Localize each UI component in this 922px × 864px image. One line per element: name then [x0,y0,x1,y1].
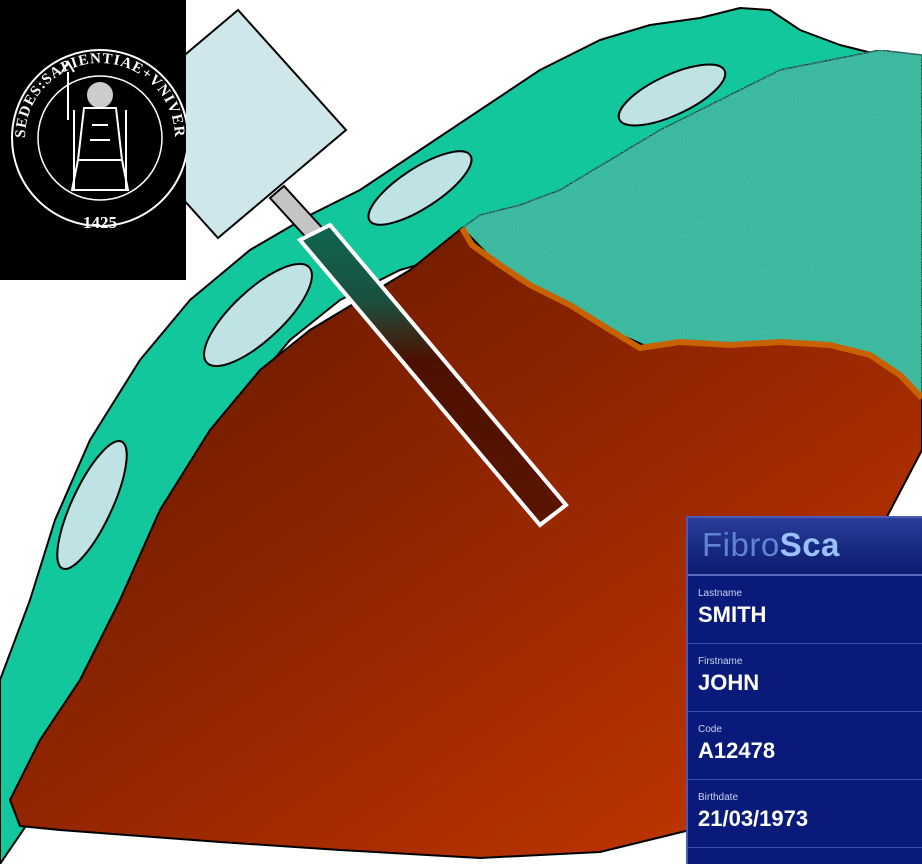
panel-header: FibroSca [688,518,922,576]
fibroscan-patient-panel: FibroSca Lastname SMITH Firstname JOHN C… [686,516,922,864]
field-label: Code [698,712,922,736]
field-value: JOHN [698,670,922,696]
university-seal: SEDES:SAPIENTIAE+VNIVERSITATIS:LOVANIENS… [0,0,186,280]
field-value: SMITH [698,602,922,628]
field-firstname: Firstname JOHN [688,644,922,712]
field-lastname: Lastname SMITH [688,576,922,644]
seal-year: 1425 [83,213,117,232]
field-value: A12478 [698,738,922,764]
field-label: Birthdate [698,780,922,804]
panel-title-part1: Fibro [702,526,780,563]
field-code: Code A12478 [688,712,922,780]
field-value: 21/03/1973 [698,806,922,832]
panel-title-part2: Sca [780,526,840,563]
field-birthdate: Birthdate 21/03/1973 [688,780,922,848]
field-label: Firstname [698,644,922,668]
panel-title: FibroSca [702,526,840,564]
field-label: Lastname [698,576,922,600]
